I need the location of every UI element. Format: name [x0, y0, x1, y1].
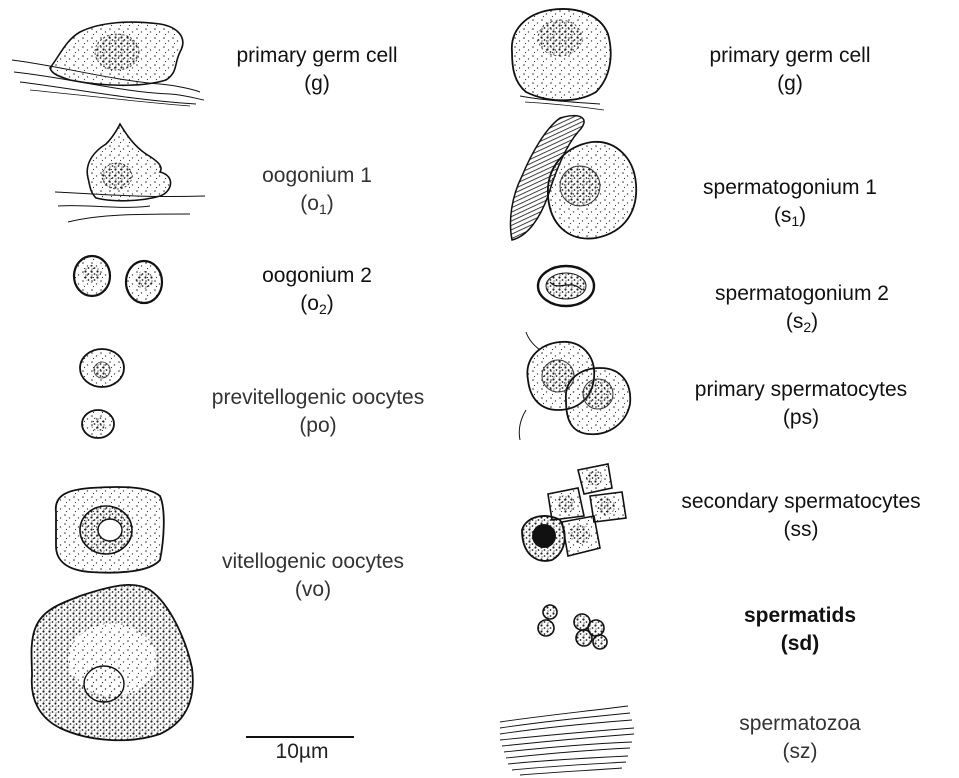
scale-bar-label: 10µm [262, 740, 342, 764]
label-spermatogonium-2: spermatogonium 2 (s2) [682, 280, 922, 341]
label-spermatids: spermatids (sd) [700, 602, 900, 658]
drawing-secondary-spermatocytes [522, 464, 626, 561]
stage-abbreviation: (sz) [700, 738, 900, 766]
stage-name: spermatozoa [700, 710, 900, 738]
stage-abbreviation: (vo) [178, 576, 448, 604]
stage-abbreviation: (o2) [212, 290, 422, 323]
stage-abbreviation: (g) [680, 70, 900, 98]
label-primary-germ-cell-female: primary germ cell (g) [212, 42, 422, 98]
stage-name: spermatids [700, 602, 900, 630]
drawing-primary-germ-cell-female [12, 22, 204, 106]
stage-name: spermatogonium 2 [682, 280, 922, 308]
drawing-vitellogenic-oocytes [32, 487, 193, 740]
stage-abbreviation: (po) [168, 412, 468, 440]
label-oogonium-1: oogonium 1 (o1) [212, 162, 422, 223]
stage-name: spermatogonium 1 [680, 174, 900, 202]
drawing-primary-germ-cell-male [512, 9, 611, 110]
stage-abbreviation: (sd) [700, 630, 900, 658]
drawing-primary-spermatocytes [519, 332, 630, 440]
stage-name: oogonium 2 [212, 262, 422, 290]
drawing-spermatogonium-2 [538, 266, 594, 306]
stage-name: oogonium 1 [212, 162, 422, 190]
stage-name: vitellogenic oocytes [178, 548, 448, 576]
label-spermatogonium-1: spermatogonium 1 (s1) [680, 174, 900, 235]
label-previtellogenic-oocytes: previtellogenic oocytes (po) [168, 384, 468, 440]
label-primary-spermatocytes: primary spermatocytes (ps) [660, 376, 942, 432]
stage-name: primary germ cell [212, 42, 422, 70]
stage-abbreviation: (g) [212, 70, 422, 98]
drawing-spermatozoa [500, 706, 634, 775]
drawing-oogonium-2 [74, 256, 162, 303]
stage-name: secondary spermatocytes [648, 488, 954, 516]
label-primary-germ-cell-male: primary germ cell (g) [680, 42, 900, 98]
stage-abbreviation: (ss) [648, 516, 954, 544]
stage-name: primary germ cell [680, 42, 900, 70]
label-oogonium-2: oogonium 2 (o2) [212, 262, 422, 323]
stage-abbreviation: (o1) [212, 190, 422, 223]
stage-abbreviation: (ps) [660, 404, 942, 432]
drawing-spermatogonium-1 [510, 116, 636, 240]
label-vitellogenic-oocytes: vitellogenic oocytes (vo) [178, 548, 448, 604]
stage-abbreviation: (s2) [682, 308, 922, 341]
label-spermatozoa: spermatozoa (sz) [700, 710, 900, 766]
label-secondary-spermatocytes: secondary spermatocytes (ss) [648, 488, 954, 544]
stage-name: previtellogenic oocytes [168, 384, 468, 412]
stage-name: primary spermatocytes [660, 376, 942, 404]
stage-abbreviation: (s1) [680, 202, 900, 235]
drawing-previtellogenic-oocytes [80, 349, 124, 438]
drawing-spermatids [538, 605, 607, 649]
drawing-oogonium-1 [55, 124, 205, 222]
